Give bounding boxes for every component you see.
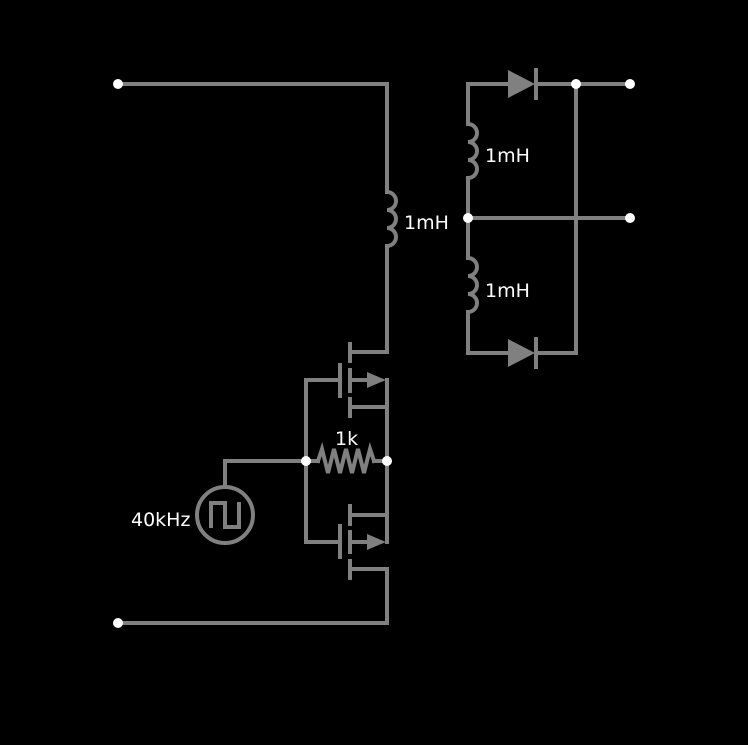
clock-source-lead	[223, 459, 308, 489]
mosfet-top-arrow-icon	[367, 372, 386, 388]
gate-resistor-label: 1k	[335, 428, 358, 450]
inductor-icon	[466, 122, 479, 180]
secondary-wires	[466, 82, 632, 355]
secondary-inductor-bottom-label: 1mH	[485, 280, 530, 302]
secondary-inductor-top: 1mH	[466, 122, 530, 180]
terminal-primary-bottom[interactable]	[113, 618, 123, 628]
primary-inductor: 1mH	[385, 190, 449, 248]
inductor-icon	[466, 256, 479, 314]
gate-resistor: 1k	[304, 428, 389, 474]
secondary-inductor-bottom: 1mH	[466, 256, 530, 314]
junction-output-top	[571, 79, 581, 89]
primary-wires	[116, 82, 389, 625]
resistor-icon	[315, 441, 377, 474]
diode-bottom	[508, 337, 538, 369]
terminal-primary-top[interactable]	[113, 79, 123, 89]
clock-source: 40kHz	[131, 459, 308, 545]
square-wave-icon	[209, 501, 241, 529]
diode-top	[508, 68, 538, 100]
junction-source	[382, 456, 392, 466]
secondary-inductor-top-label: 1mH	[485, 145, 530, 167]
primary-bottom-wire	[116, 567, 389, 625]
clock-source-label: 40kHz	[131, 509, 190, 531]
primary-inductor-label: 1mH	[404, 212, 449, 234]
mosfet-bottom	[338, 459, 389, 580]
clock-source-circle	[195, 485, 255, 545]
diode-icon	[508, 70, 535, 98]
secondary-bottom-left-wire	[466, 310, 511, 355]
diode-icon	[508, 339, 535, 367]
primary-top-wire	[116, 82, 389, 194]
junction-center-tap	[463, 213, 473, 223]
secondary-top-left-wire	[466, 82, 511, 126]
mosfet-bottom-arrow-icon	[367, 534, 386, 550]
terminal-output-top[interactable]	[625, 79, 635, 89]
inductor-icon	[385, 190, 398, 248]
terminal-center-tap[interactable]	[625, 213, 635, 223]
nodes	[113, 79, 635, 628]
junction-gate	[301, 456, 311, 466]
